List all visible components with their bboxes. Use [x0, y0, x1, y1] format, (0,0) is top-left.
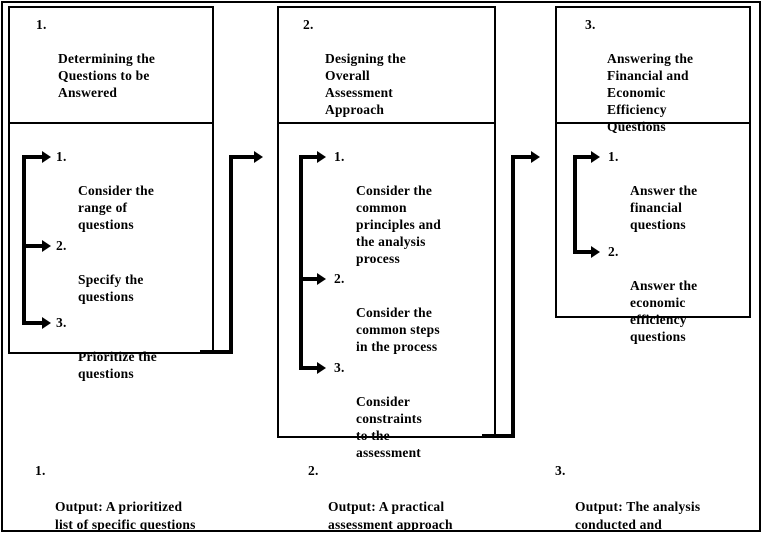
stage-3-step-1-text: Answer the financial questions: [630, 183, 698, 232]
stage-3-step-1: 1. Answer the financial questions: [608, 148, 750, 233]
stage-1-branch-2: [22, 244, 44, 248]
stage-2-output-number: 2.: [308, 463, 319, 478]
stage-3-output-number: 3.: [555, 463, 566, 478]
stage-3-arrow-2-icon: [591, 246, 600, 258]
connector-1-to-2-arrow-icon: [254, 151, 263, 163]
stage-2-step-1-text: Consider the common principles and the a…: [356, 183, 441, 266]
stage-1-step-3-text: Prioritize the questions: [78, 349, 157, 381]
stage-2-branch-1: [299, 155, 319, 159]
stage-1-step-2: 2. Specify the questions: [56, 237, 203, 305]
stage-1-output-number: 1.: [35, 463, 46, 478]
stage-1-output-text: Output: A prioritized list of specific q…: [55, 499, 196, 532]
stage-3-box: [555, 6, 751, 318]
stage-2-output-text: Output: A practical assessment approach …: [328, 499, 453, 532]
stage-1-step-3-number: 3.: [56, 315, 67, 330]
connector-2-to-3-bottom: [482, 434, 515, 438]
stage-2-branch-3: [299, 366, 319, 370]
stage-2-step-3-number: 3.: [334, 360, 345, 375]
stage-3-divider: [557, 122, 749, 124]
stage-2-branch-2: [299, 277, 319, 281]
connector-2-to-3-riser: [511, 155, 515, 438]
stage-1-step-1-number: 1.: [56, 149, 67, 164]
stage-1-step-3: 3. Prioritize the questions: [56, 314, 203, 382]
stage-3-branch-1: [573, 155, 593, 159]
stage-3-step-2: 2. Answer the economic efficiency questi…: [608, 243, 750, 345]
stage-3-output: 3. Output: The analysis conducted and as…: [555, 462, 764, 535]
stage-2-title-text: Designing the Overall Assessment Approac…: [325, 51, 406, 117]
stage-1-arrow-3-icon: [42, 317, 51, 329]
stage-2-step-2-number: 2.: [334, 271, 345, 286]
stage-2-divider: [279, 122, 494, 124]
connector-1-to-2-bottom: [200, 350, 233, 354]
stage-2-arrow-2-icon: [317, 273, 326, 285]
stage-2-spine: [299, 155, 303, 370]
stage-3-title-text: Answering the Financial and Economic Eff…: [607, 51, 694, 134]
stage-2-step-3-text: Consider constraints to the assessment: [356, 394, 422, 460]
stage-2-step-2-text: Consider the common steps in the process: [356, 305, 440, 354]
stage-2-step-2: 2. Consider the common steps in the proc…: [334, 270, 486, 355]
stage-2-number: 2.: [303, 17, 314, 32]
stage-1-number: 1.: [36, 17, 47, 32]
stage-2-title: 2. Designing the Overall Assessment Appr…: [303, 16, 488, 135]
stage-1-arrow-2-icon: [42, 240, 51, 252]
connector-1-to-2-top: [229, 155, 257, 159]
stage-1-title: 1. Determining the Questions to be Answe…: [36, 16, 206, 118]
stage-3-number: 3.: [585, 17, 596, 32]
stage-1-box: [8, 6, 214, 354]
stage-3-step-1-number: 1.: [608, 149, 619, 164]
stage-1-title-text: Determining the Questions to be Answered: [58, 51, 156, 100]
stage-1-divider: [10, 122, 212, 124]
stage-3-step-2-text: Answer the economic efficiency questions: [630, 278, 698, 344]
stage-1-branch-1: [22, 155, 44, 159]
stage-1-step-1: 1. Consider the range of questions: [56, 148, 203, 233]
stage-2-output: 2. Output: A practical assessment approa…: [308, 462, 533, 535]
stage-2-arrow-1-icon: [317, 151, 326, 163]
stage-1-output: 1. Output: A prioritized list of specifi…: [35, 462, 255, 535]
stage-3-output-text: Output: The analysis conducted and asses…: [575, 499, 701, 532]
connector-1-to-2-riser: [229, 155, 233, 354]
stage-1-step-2-number: 2.: [56, 238, 67, 253]
stage-3-branch-2: [573, 250, 593, 254]
stage-1-spine: [22, 155, 26, 325]
stage-3-step-2-number: 2.: [608, 244, 619, 259]
stage-2-arrow-3-icon: [317, 362, 326, 374]
stage-1-step-2-text: Specify the questions: [78, 272, 144, 304]
stage-2-step-1: 1. Consider the common principles and th…: [334, 148, 486, 267]
stage-1-arrow-1-icon: [42, 151, 51, 163]
stage-2-step-1-number: 1.: [334, 149, 345, 164]
stage-1-branch-3: [22, 321, 44, 325]
stage-3-title: 3. Answering the Financial and Economic …: [585, 16, 750, 152]
stage-3-spine: [573, 155, 577, 254]
stage-3-arrow-1-icon: [591, 151, 600, 163]
stage-1-step-1-text: Consider the range of questions: [78, 183, 155, 232]
connector-2-to-3-top: [511, 155, 534, 159]
connector-2-to-3-arrow-icon: [531, 151, 540, 163]
stage-2-step-3: 3. Consider constraints to the assessmen…: [334, 359, 486, 461]
